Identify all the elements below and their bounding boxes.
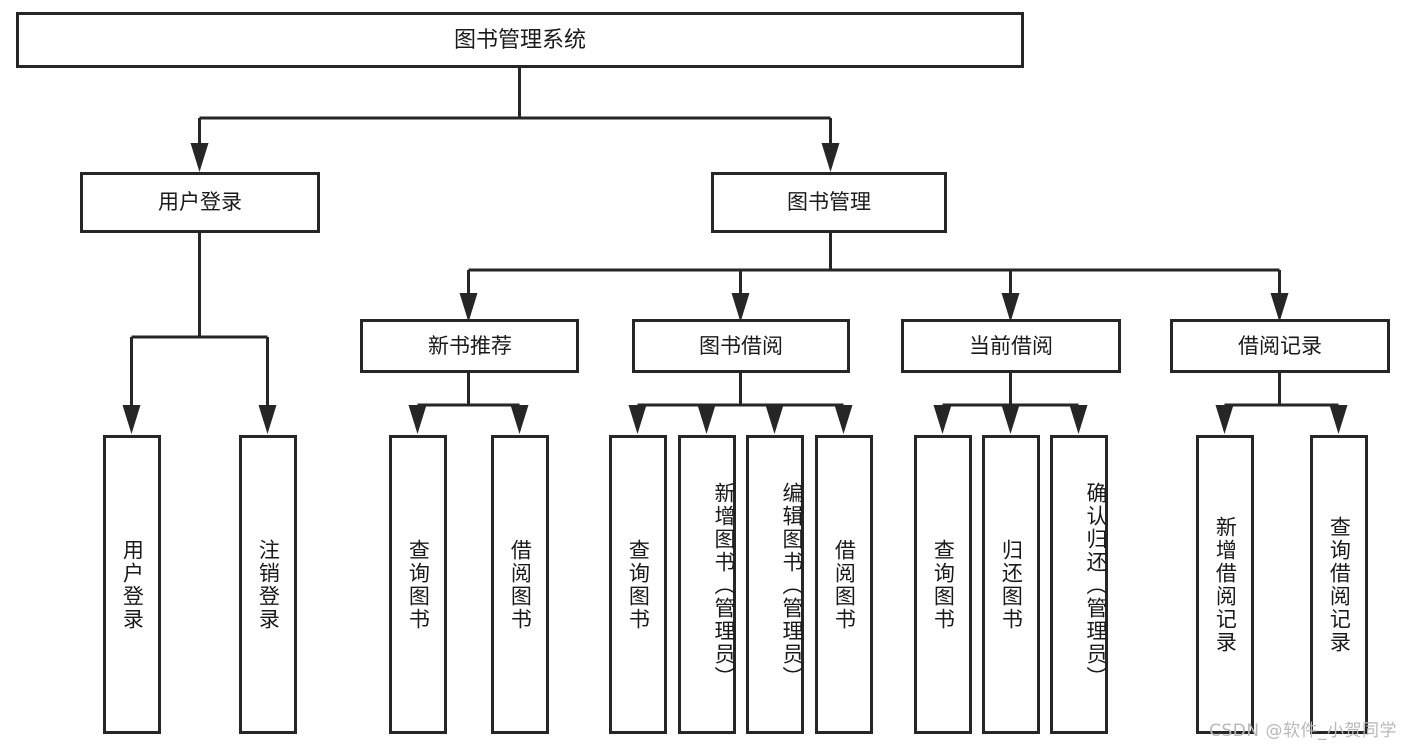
arrow-head-leaf12 bbox=[1215, 405, 1234, 434]
connector-group-bookmgmt bbox=[459, 232, 1289, 322]
node-leaf-8-box[interactable] bbox=[815, 435, 873, 734]
node-current-label: 当前借阅 bbox=[969, 334, 1053, 358]
node-leaf-1-box[interactable] bbox=[103, 435, 161, 734]
node-leaf-7-box[interactable] bbox=[746, 435, 804, 734]
node-leaf-10-box[interactable] bbox=[982, 435, 1040, 734]
connector-group-root bbox=[190, 67, 840, 172]
node-leaf-6-box[interactable] bbox=[678, 435, 736, 734]
node-bookmgmt-label: 图书管理 bbox=[787, 190, 871, 214]
node-leaf-5-box[interactable] bbox=[609, 435, 667, 734]
node-current[interactable]: 当前借阅 bbox=[901, 319, 1121, 373]
connector-group-current bbox=[933, 372, 1088, 434]
node-root-box[interactable] bbox=[16, 12, 1024, 68]
node-leaf-13-box[interactable] bbox=[1310, 435, 1368, 734]
node-borrow-label: 图书借阅 bbox=[699, 334, 783, 358]
node-bookmgmt-box[interactable] bbox=[711, 172, 947, 233]
node-login-label: 用户登录 bbox=[158, 190, 242, 214]
connector-group-records bbox=[1215, 372, 1348, 434]
watermark-text: CSDN @软件_小贺同学 bbox=[1209, 721, 1397, 741]
node-leaf-2-box[interactable] bbox=[239, 435, 297, 734]
node-records-box[interactable] bbox=[1170, 319, 1390, 373]
node-leaf-9-box[interactable] bbox=[914, 435, 972, 734]
arrow-head-leaf1 bbox=[122, 405, 141, 434]
node-root-label: 图书管理系统 bbox=[454, 28, 586, 53]
arrow-head-leaf13 bbox=[1329, 405, 1348, 434]
node-records-label: 借阅记录 bbox=[1238, 334, 1322, 358]
node-login[interactable]: 用户登录 bbox=[80, 172, 320, 233]
arrow-head-newbook bbox=[459, 293, 478, 322]
node-bookmgmt[interactable]: 图书管理 bbox=[711, 172, 947, 233]
node-newbook[interactable]: 新书推荐 bbox=[360, 319, 579, 373]
node-newbook-box[interactable] bbox=[360, 319, 579, 373]
arrow-head-leaf6 bbox=[697, 405, 716, 434]
node-leaf-12-box[interactable] bbox=[1196, 435, 1254, 734]
node-borrow-box[interactable] bbox=[632, 319, 850, 373]
connector-group-login bbox=[122, 232, 277, 434]
node-leaf-11-box[interactable] bbox=[1050, 435, 1108, 734]
arrow-head-leaf10 bbox=[1001, 405, 1020, 434]
arrow-head-leaf5 bbox=[628, 405, 647, 434]
node-login-box[interactable] bbox=[80, 172, 320, 233]
connector-group-borrow bbox=[628, 372, 853, 434]
node-leaf-3-box[interactable] bbox=[389, 435, 447, 734]
arrow-head-borrow bbox=[731, 293, 750, 322]
arrow-head-leaf11 bbox=[1069, 405, 1088, 434]
node-borrow[interactable]: 图书借阅 bbox=[632, 319, 850, 373]
node-records[interactable]: 借阅记录 bbox=[1170, 319, 1390, 373]
node-leaf-4-box[interactable] bbox=[491, 435, 549, 734]
arrow-head-login bbox=[190, 143, 209, 172]
arrow-head-leaf7 bbox=[765, 405, 784, 434]
node-newbook-label: 新书推荐 bbox=[428, 334, 512, 358]
arrow-head-leaf3 bbox=[408, 405, 427, 434]
arrow-head-leaf8 bbox=[834, 405, 853, 434]
arrow-head-leaf9 bbox=[933, 405, 952, 434]
arrow-head-bookmgmt bbox=[821, 143, 840, 172]
connector-group-newbook bbox=[408, 372, 529, 434]
arrow-head-records bbox=[1270, 293, 1289, 322]
node-current-box[interactable] bbox=[901, 319, 1121, 373]
arrow-head-leaf4 bbox=[510, 405, 529, 434]
node-root[interactable]: 图书管理系统 bbox=[16, 12, 1024, 68]
arrow-head-leaf2 bbox=[258, 405, 277, 434]
arrow-head-current bbox=[1001, 293, 1020, 322]
